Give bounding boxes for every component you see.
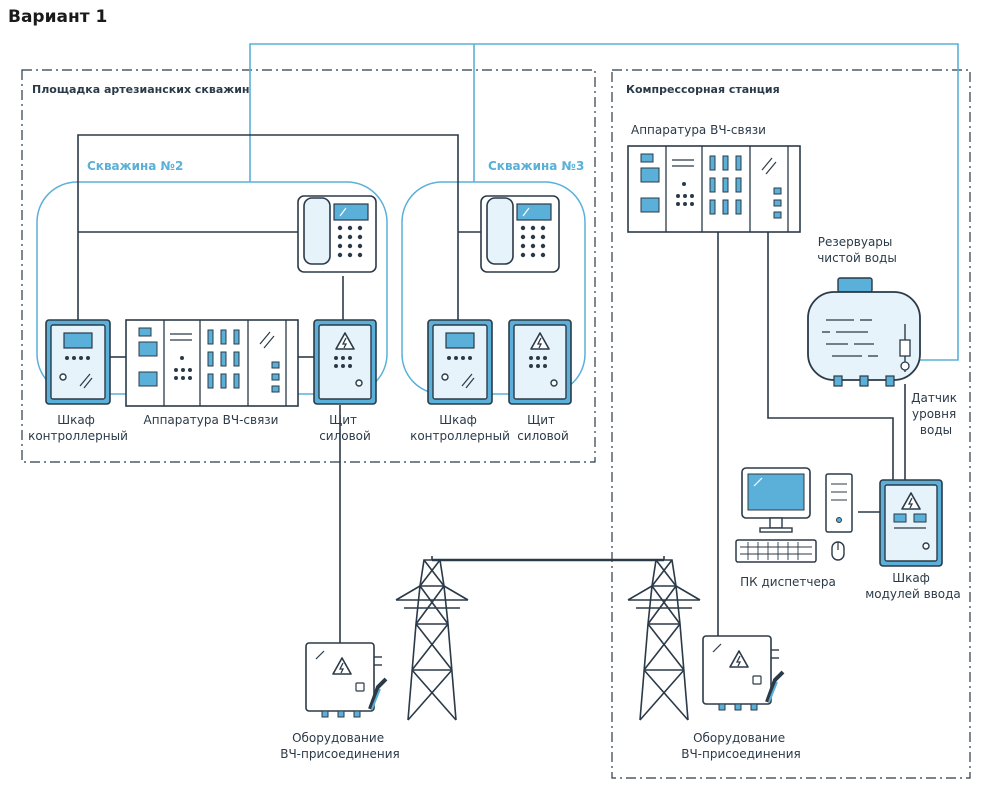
- power-panel-1-label: Щит силовой: [319, 413, 371, 443]
- cabinet-icon: [879, 479, 943, 567]
- hf-coupling-1-label: Оборудование ВЧ-присоединения: [280, 731, 400, 761]
- power-panel-icon: [313, 319, 377, 405]
- tank-icon: [807, 277, 921, 387]
- connection-lines: [77, 43, 959, 643]
- cab-ctrl-1-label: Шкаф контроллерный: [28, 413, 128, 443]
- tower-icon: [627, 556, 701, 721]
- dispatcher-pc-label: ПК диспетчера: [740, 575, 836, 589]
- power-panel-2-label: Щит силовой: [517, 413, 569, 443]
- hf-coupling-2-label: Оборудование ВЧ-присоединения: [681, 731, 801, 761]
- zone-wells-site-title: Площадка артезианских скважин: [32, 83, 250, 96]
- cabinet-icon: [45, 319, 111, 405]
- phone-icon: [297, 195, 377, 273]
- zone-wells-site: [21, 69, 596, 463]
- cab-ctrl-2-label: Шкаф контроллерный: [410, 413, 510, 443]
- pc-icon: [735, 467, 853, 563]
- reservoirs-label: Резервуары чистой воды: [817, 235, 897, 265]
- well-2-title: Скважина №2: [87, 159, 183, 173]
- page-title: Вариант 1: [8, 7, 107, 27]
- power-panel-icon: [508, 319, 572, 405]
- hf-equipment-2-label: Аппаратура ВЧ-связи: [631, 123, 766, 137]
- coupling-icon: [305, 642, 388, 718]
- well-3-title: Скважина №3: [488, 159, 584, 173]
- level-sensor-label: Датчик уровня воды: [911, 391, 961, 437]
- hf-equipment-1-label: Аппаратура ВЧ-связи: [144, 413, 279, 427]
- hf-rack-icon: [125, 319, 299, 407]
- tower-icon: [395, 556, 469, 721]
- well-3-boundary: [401, 181, 586, 395]
- zone-compressor-title: Компрессорная станция: [626, 83, 780, 96]
- zone-compressor: [611, 69, 971, 779]
- module-cab-label: Шкаф модулей ввода: [865, 571, 961, 601]
- coupling-icon: [702, 635, 785, 711]
- cabinet-icon: [427, 319, 493, 405]
- hf-rack-icon: [627, 145, 801, 233]
- phone-icon: [480, 195, 560, 273]
